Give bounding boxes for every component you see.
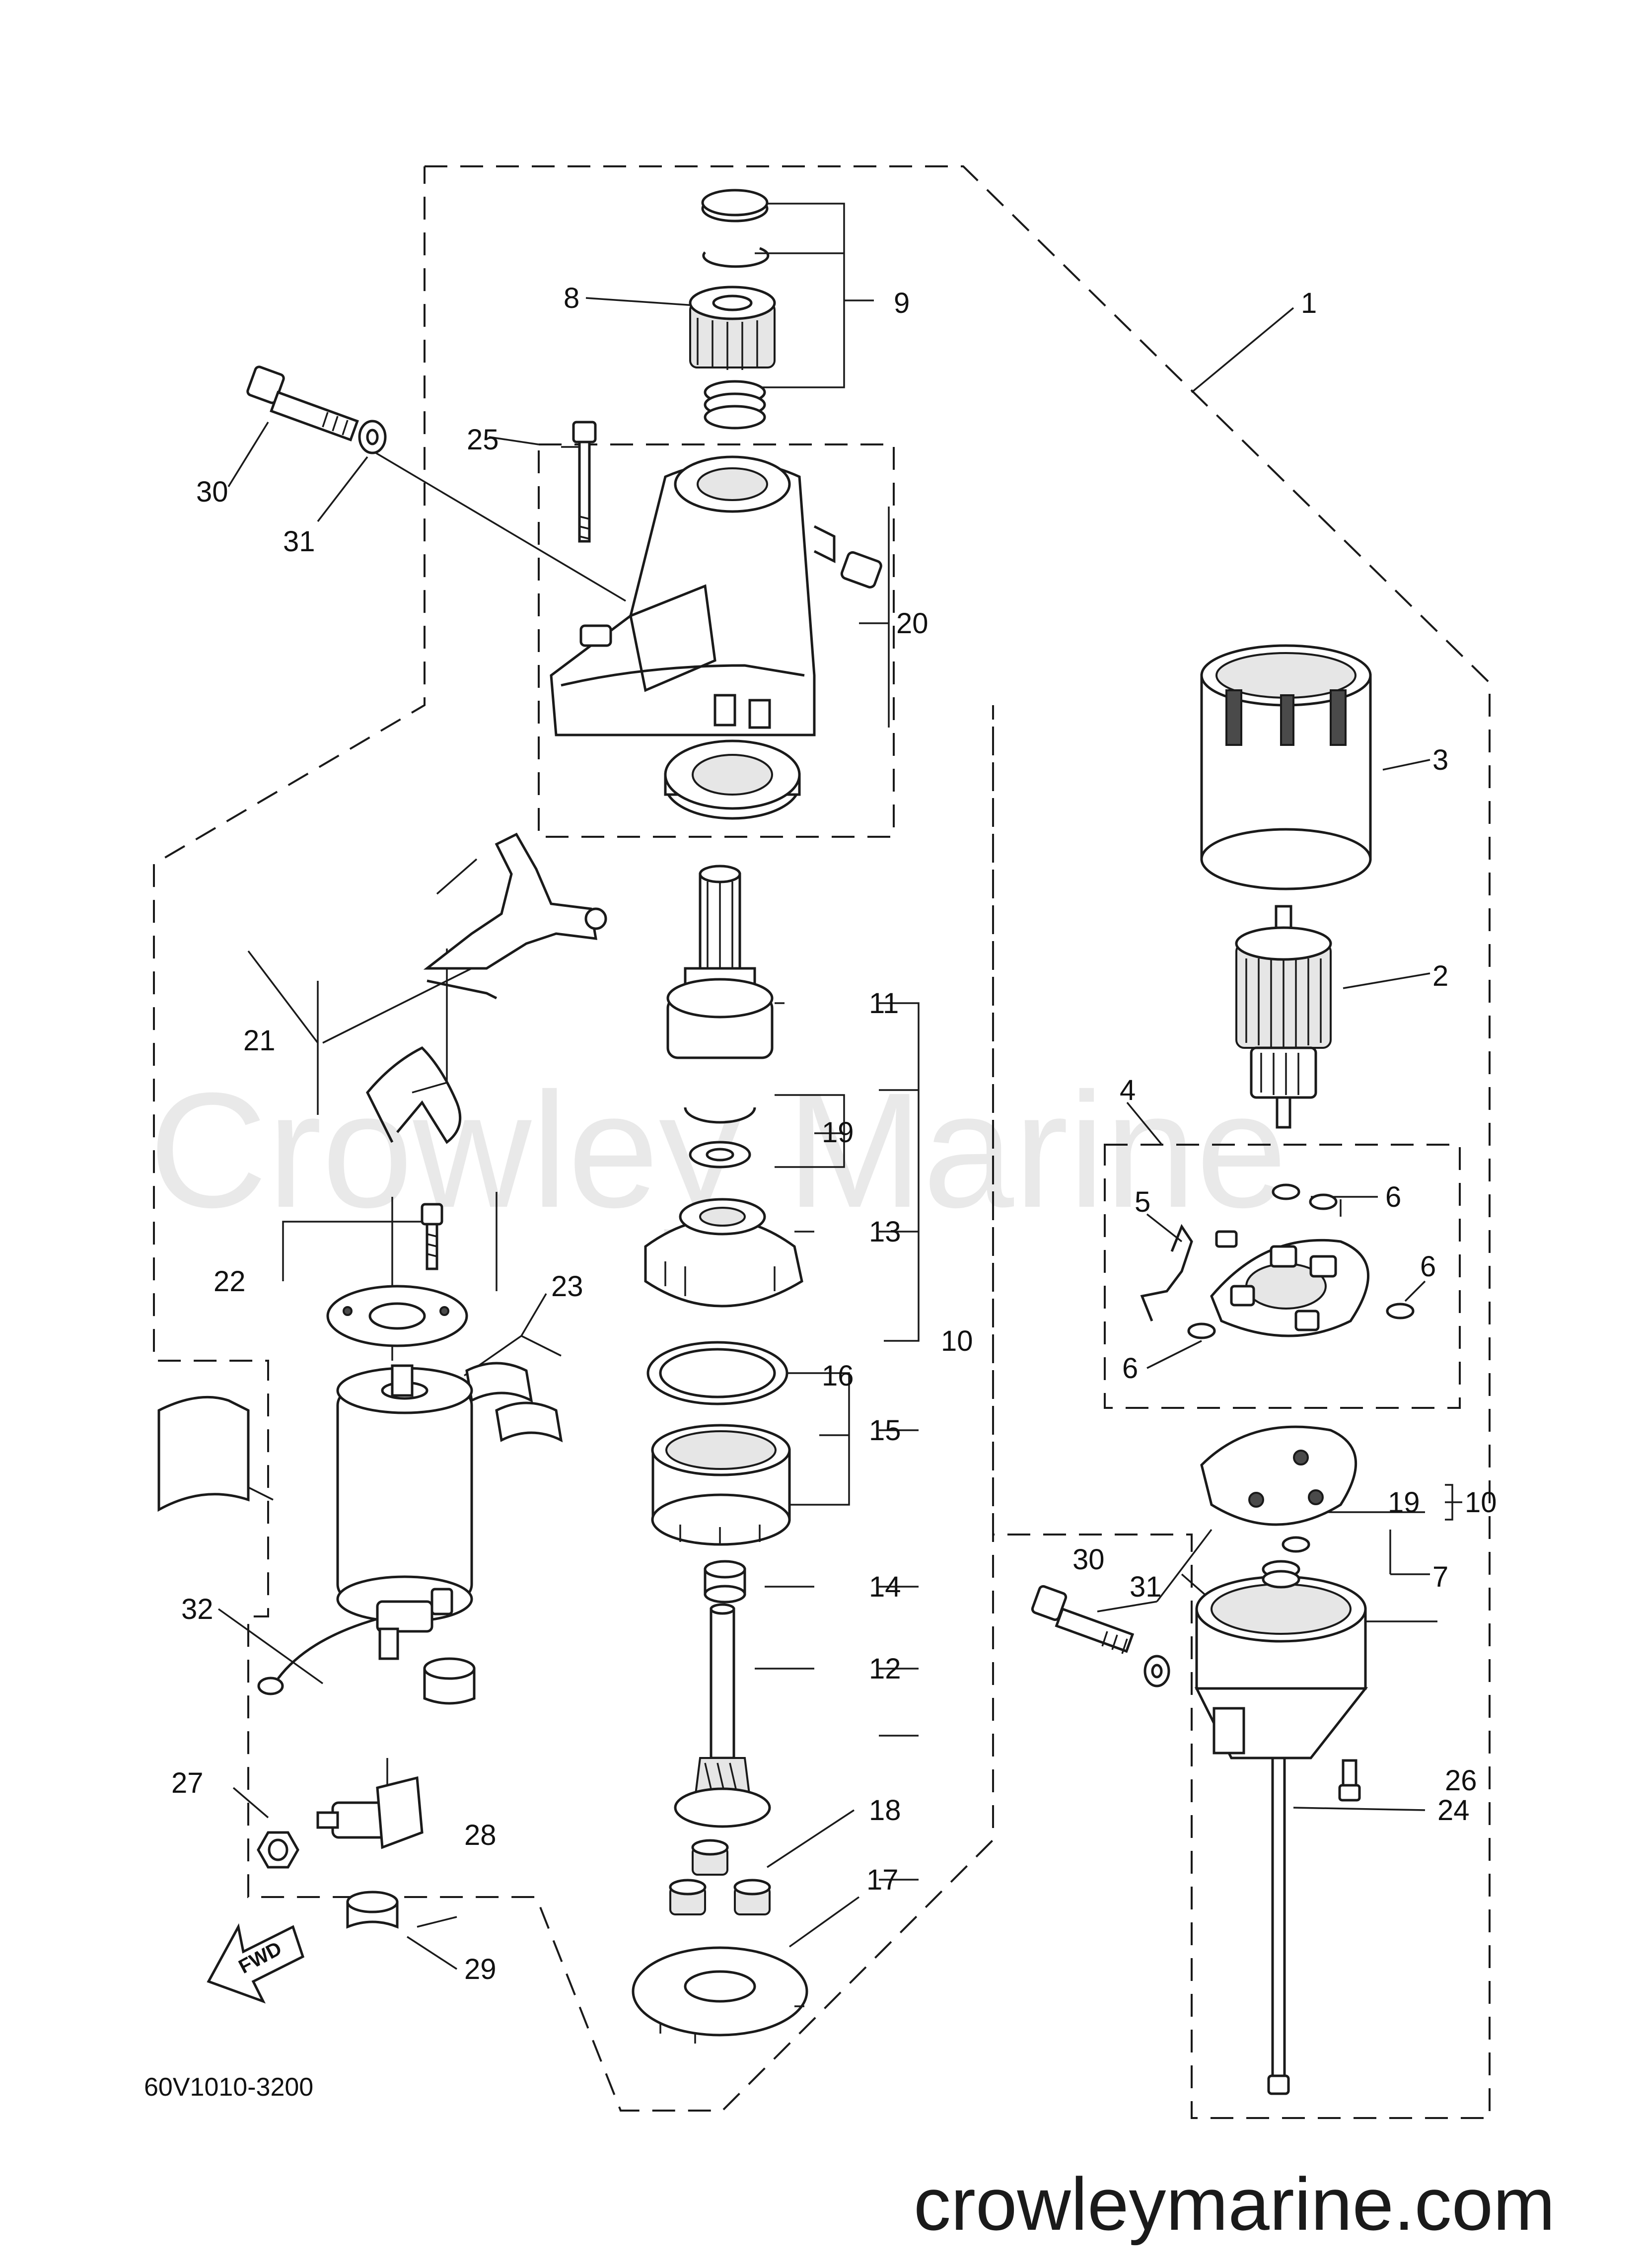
callout-14: 14 <box>869 1571 901 1603</box>
part-17-plate <box>632 1946 808 2044</box>
callout-13: 13 <box>869 1216 901 1248</box>
callout-15: 15 <box>869 1414 901 1447</box>
part-22-solenoid <box>257 1364 473 1695</box>
diagram-code: 60V1010-3200 <box>144 2073 313 2102</box>
part-31-washer-top <box>358 420 387 454</box>
callout-18: 18 <box>869 1794 901 1827</box>
part-23-pads <box>465 1362 563 1443</box>
callout-3: 3 <box>1432 744 1448 776</box>
part-28-terminal <box>316 1776 424 1849</box>
part-13-carrier <box>644 1198 803 1308</box>
callout-19a: 19 <box>822 1116 854 1149</box>
part-6-brush-springs <box>1187 1183 1415 1339</box>
callout-22: 22 <box>214 1265 246 1298</box>
part-32-boot <box>157 1395 250 1512</box>
part-11-drive-shaft <box>666 865 774 1059</box>
callout-30a: 30 <box>196 476 228 508</box>
callout-29: 29 <box>464 1953 497 1985</box>
callout-19b: 19 <box>1388 1486 1420 1519</box>
part-18-planet-gears <box>669 1839 771 1915</box>
part-9-spring <box>704 380 766 430</box>
part-24-through-bolt <box>1267 1756 1290 2095</box>
callout-20: 20 <box>896 607 928 640</box>
part-23-gasket <box>326 1285 468 1347</box>
part-16-ring <box>646 1341 788 1405</box>
part-30-bolt-right <box>1031 1585 1135 1654</box>
part-12-output-shaft <box>674 1603 771 1828</box>
part-8-pinion-gear <box>689 286 776 370</box>
callout-26: 26 <box>1445 1764 1477 1797</box>
assembly-outline-4 <box>1104 1144 1461 1409</box>
callout-21: 21 <box>243 1024 276 1057</box>
assembly-outline-20 <box>538 443 895 838</box>
part-7-end-cover <box>1194 1560 1368 1759</box>
part-26-screw <box>1338 1759 1361 1802</box>
callout-24: 24 <box>1437 1794 1470 1827</box>
callout-31a: 31 <box>283 525 315 558</box>
part-2-armature <box>1235 905 1332 1129</box>
callout-6a: 6 <box>1385 1181 1401 1213</box>
part-20-bearing <box>664 739 801 820</box>
part-4-brush-holder <box>1140 1224 1369 1337</box>
callouts: 1 2 3 4 5 6 6 6 7 8 9 10 10 11 12 13 14 … <box>171 282 1497 1985</box>
part-21-shift-lever <box>423 832 607 1000</box>
callout-30b: 30 <box>1072 1543 1105 1576</box>
part-19-clip-washer <box>684 1107 756 1169</box>
callout-9: 9 <box>894 287 910 319</box>
callout-12: 12 <box>869 1653 901 1685</box>
part-30-bolt-top <box>246 366 359 441</box>
callout-6b: 6 <box>1420 1250 1436 1283</box>
fwd-arrow-icon: FWD <box>207 1923 305 2004</box>
part-9-ring-set <box>701 189 770 268</box>
callout-11: 11 <box>869 987 899 1020</box>
bracket-19-10 <box>1445 1484 1453 1521</box>
callout-16: 16 <box>822 1360 854 1392</box>
assembly-outline-1 <box>153 165 1491 2119</box>
callout-1: 1 <box>1301 287 1317 319</box>
part-22-screw <box>421 1203 443 1270</box>
callout-8: 8 <box>564 282 579 314</box>
callout-32: 32 <box>181 1593 214 1625</box>
part-15-internal-gear <box>651 1424 791 1546</box>
callout-6c: 6 <box>1122 1352 1138 1385</box>
part-27-nut <box>257 1831 299 1869</box>
part-25-bolt <box>572 421 597 543</box>
callout-17: 17 <box>866 1864 899 1896</box>
callout-23: 23 <box>551 1270 583 1303</box>
callout-28: 28 <box>464 1819 497 1851</box>
callout-5: 5 <box>1135 1186 1150 1218</box>
callout-2: 2 <box>1432 960 1448 992</box>
part-31-washer-right <box>1143 1655 1170 1687</box>
callout-7: 7 <box>1432 1561 1448 1593</box>
part-3-yoke <box>1200 644 1372 890</box>
callout-31b: 31 <box>1130 1571 1162 1603</box>
part-14-bushing <box>704 1560 746 1604</box>
callout-4: 4 <box>1120 1074 1136 1106</box>
part-29-clip <box>346 1891 399 1929</box>
website-text: crowleymarine.com <box>914 2162 1555 2246</box>
callout-27: 27 <box>171 1767 204 1799</box>
part-28-plunger-parts <box>423 1657 476 1705</box>
part-21-wire-spring <box>366 1046 462 1144</box>
part-20-front-housing <box>550 455 882 736</box>
callout-10a: 10 <box>941 1325 973 1357</box>
callout-10b: 10 <box>1465 1486 1497 1519</box>
part-19-plate-right <box>1200 1425 1357 1553</box>
callout-25: 25 <box>467 424 499 456</box>
